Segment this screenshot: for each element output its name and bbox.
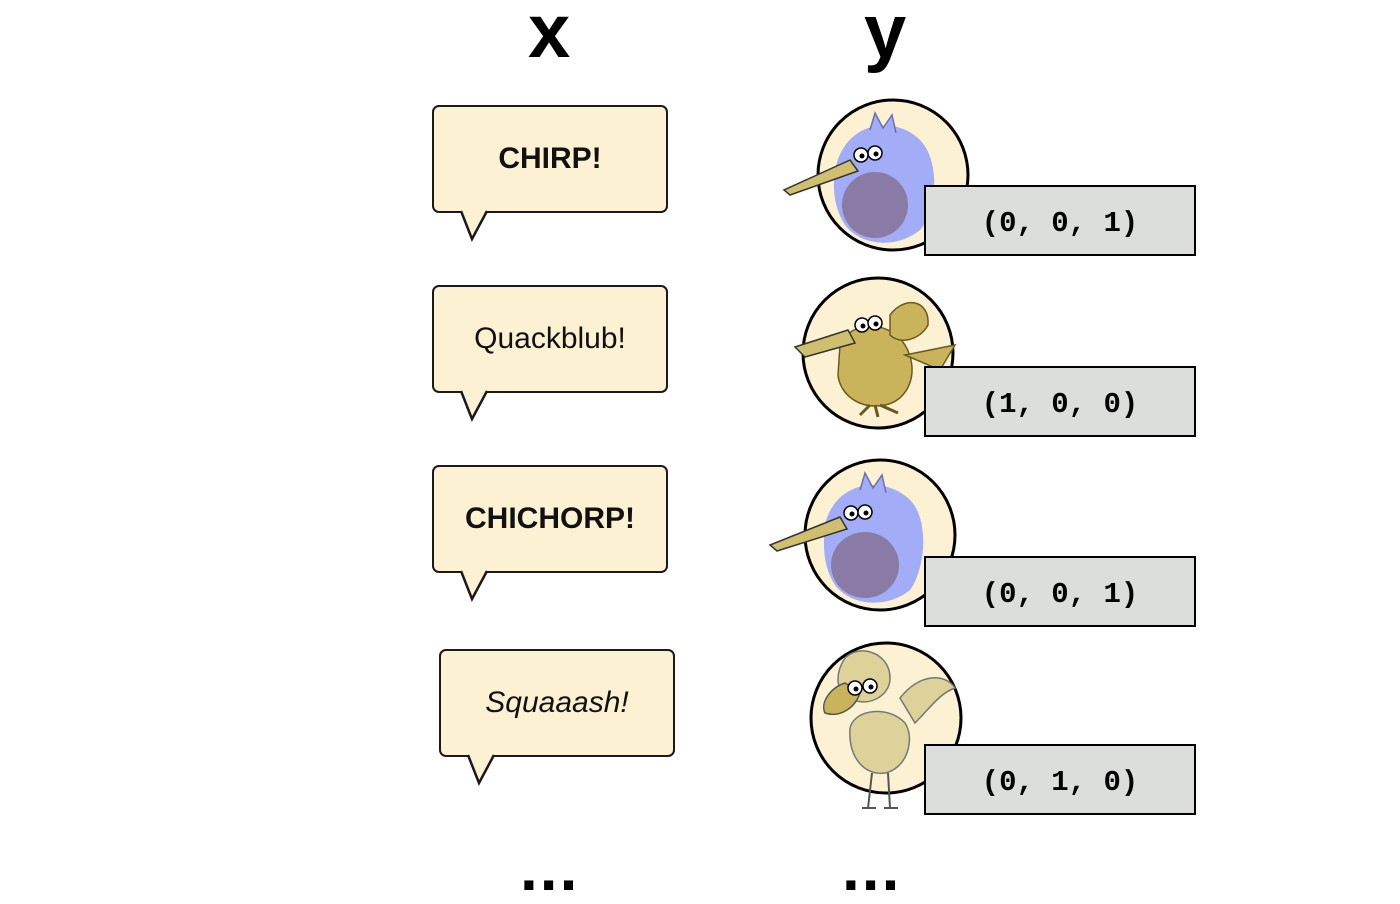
tan-long-legged-bird-icon [809, 641, 963, 809]
speech-bubble-tail-icon [459, 388, 489, 422]
y-ellipsis: ... [842, 832, 902, 904]
x-ellipsis: ... [520, 832, 580, 904]
speech-bubble-row-3: CHICHORP! [432, 465, 668, 602]
speech-bubble-row-1: CHIRP! [432, 105, 668, 242]
sound-text-row-4: Squaaash! [485, 686, 629, 719]
speech-bubble-tail-icon [466, 752, 496, 786]
yellow-duck-bird-icon [793, 276, 957, 430]
speech-bubble-tail-icon [459, 568, 489, 602]
speech-bubble-tail-icon [459, 208, 489, 242]
sound-text-row-2: Quackblub! [474, 322, 626, 355]
label-vector-row-2: (1, 0, 0) [924, 366, 1196, 437]
label-vector-row-4: (0, 1, 0) [924, 744, 1196, 815]
label-vector-row-1: (0, 0, 1) [924, 185, 1196, 256]
blue-bird-icon [768, 458, 957, 612]
speech-bubble-row-4: Squaaash! [439, 649, 675, 786]
sound-text-row-3: CHICHORP! [465, 502, 635, 535]
speech-bubble-row-2: Quackblub! [432, 285, 668, 422]
y-column-header: y [864, 0, 907, 74]
sound-text-row-1: CHIRP! [498, 142, 602, 175]
x-column-header: x [528, 0, 571, 74]
label-vector-row-3: (0, 0, 1) [924, 556, 1196, 627]
